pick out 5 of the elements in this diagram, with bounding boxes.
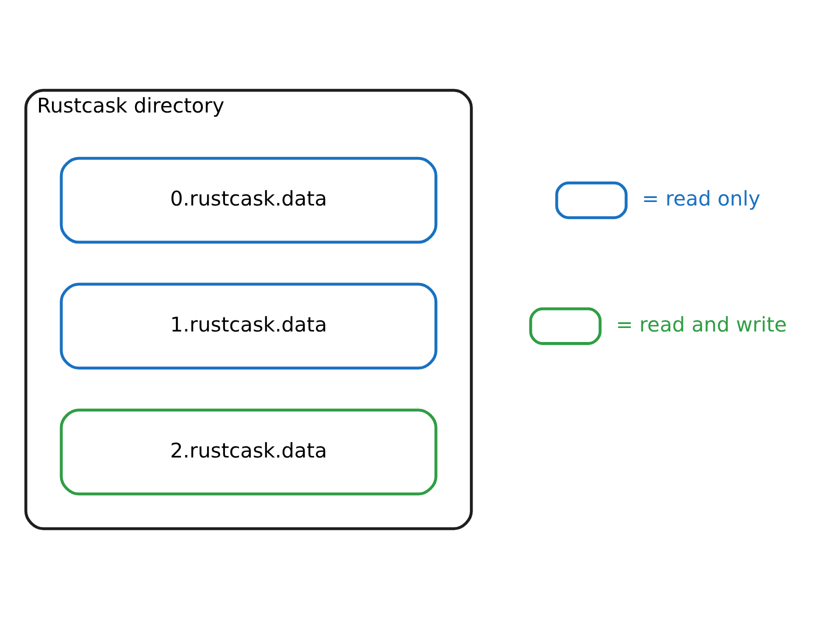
legend-label: = read and write xyxy=(616,312,787,336)
node-box: 2.rustcask.data xyxy=(60,408,438,496)
legend-label: = read only xyxy=(642,186,760,211)
node-box: 0.rustcask.data xyxy=(60,156,438,244)
node-box: 1.rustcask.data xyxy=(60,282,438,370)
